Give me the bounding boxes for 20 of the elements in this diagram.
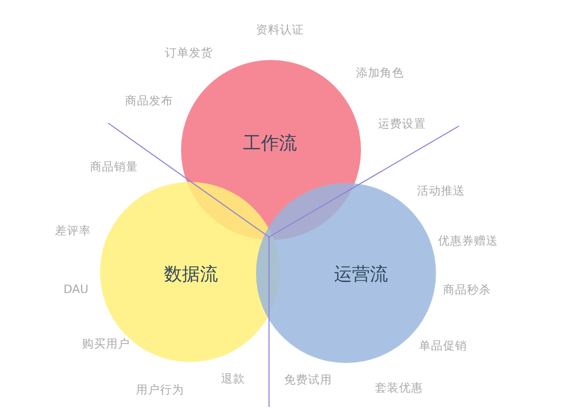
- category-label: 商品秒杀: [443, 282, 491, 298]
- category-label: 优惠券赠送: [438, 234, 498, 248]
- category-label: 订单发货: [165, 46, 213, 60]
- category-label: 免费试用: [284, 372, 332, 388]
- category-label: DAU: [64, 282, 88, 296]
- category-label: 套装优惠: [375, 380, 423, 396]
- category-label: 资料认证: [256, 22, 304, 38]
- category-label: 添加角色: [356, 66, 404, 80]
- category-label: 退款: [221, 372, 245, 386]
- circle-label: 数据流: [164, 263, 218, 286]
- category-label: 活动推送: [417, 184, 465, 198]
- category-label: 商品销量: [90, 160, 138, 174]
- category-label: 商品发布: [125, 94, 173, 108]
- category-label: 单品促销: [419, 338, 467, 354]
- circle-label: 工作流: [243, 132, 297, 155]
- category-label: 运费设置: [378, 116, 426, 132]
- category-label: 购买用户: [82, 336, 130, 352]
- circle-label: 运营流: [334, 263, 388, 286]
- category-label: 用户行为: [136, 382, 184, 398]
- category-label: 差评率: [55, 224, 91, 238]
